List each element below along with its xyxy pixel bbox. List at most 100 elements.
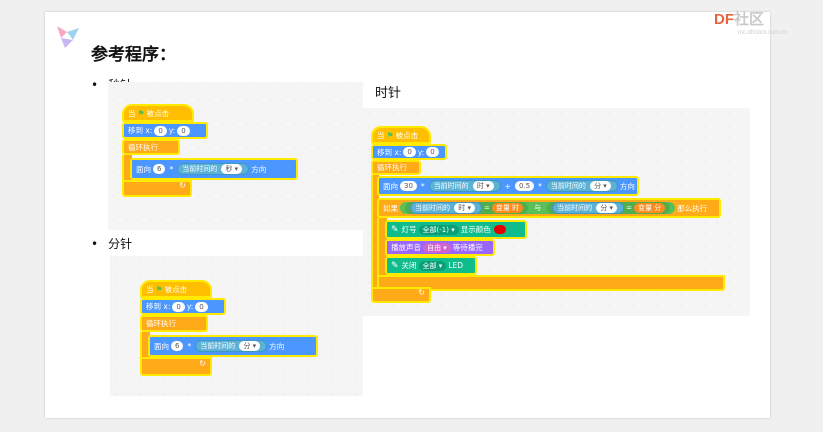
operator-text: + bbox=[504, 181, 511, 191]
block-text: 移到 x: bbox=[146, 302, 171, 311]
logo-subtext: mc.dfrobot.com.cn bbox=[738, 30, 788, 36]
point-direction-block[interactable]: 面向 30 * 当前时间的 时 ▾ + 0.5 * 当前时间的 分 ▾ 方向 bbox=[377, 176, 639, 196]
code-panel-second: 当 ⚑ 被点击 移到 x: 0 y: 0 循环执行 面向 6 * 当前时间的 秒… bbox=[108, 82, 363, 230]
code-panel-hour: 当 ⚑ 被点击 移到 x: 0 y: 0 循环执行 面向 30 * 当前时间的 … bbox=[363, 108, 750, 316]
forever-block[interactable]: 循环执行 bbox=[371, 160, 421, 175]
x-input[interactable]: 0 bbox=[154, 125, 167, 136]
led-index-dropdown[interactable]: 全部(-1) ▾ bbox=[418, 224, 459, 235]
led-color-block[interactable]: ✎ 灯号 全部(-1) ▾ 显示颜色 bbox=[385, 220, 527, 239]
goto-xy-block[interactable]: 移到 x: 0 y: 0 bbox=[122, 122, 208, 139]
loop-arrow-icon: ↻ bbox=[418, 288, 425, 297]
number-input[interactable]: 6 bbox=[171, 341, 184, 351]
forever-foot: ↻ bbox=[140, 357, 212, 376]
hour-heading: 时针 bbox=[375, 86, 402, 101]
y-input[interactable]: 0 bbox=[426, 147, 439, 157]
rgb-led-extension-icon: ✎ bbox=[391, 260, 399, 271]
led-off-block[interactable]: ✎ 关闭 全部 ▾ LED bbox=[385, 256, 477, 275]
forever-arm bbox=[122, 155, 132, 193]
point-direction-block[interactable]: 面向 6 * 当前时间的 秒 ▾ 方向 bbox=[130, 158, 298, 180]
y-input[interactable]: 0 bbox=[195, 301, 208, 312]
block-text: y: bbox=[168, 126, 176, 135]
forever-block[interactable]: 循环执行 bbox=[140, 315, 208, 332]
if-arm bbox=[377, 218, 387, 282]
block-text: 循环执行 bbox=[146, 319, 176, 328]
time-unit-dropdown[interactable]: 分 ▾ bbox=[590, 181, 611, 191]
number-input[interactable]: 30 bbox=[400, 181, 417, 191]
operator-text: * bbox=[169, 164, 174, 174]
forever-foot: ↻ bbox=[371, 287, 431, 303]
when-flag-clicked-block[interactable]: 当 ⚑ 被点击 bbox=[122, 104, 194, 122]
number-input[interactable]: 0.5 bbox=[514, 181, 535, 191]
block-text: 面向 bbox=[154, 341, 169, 351]
code-panel-minute: 当 ⚑ 被点击 移到 x: 0 y: 0 循环执行 面向 6 * 当前时间的 分… bbox=[110, 256, 363, 396]
if-foot bbox=[377, 275, 725, 291]
operator-text: 与 bbox=[534, 204, 542, 212]
block-text: 播放声音 bbox=[391, 243, 421, 252]
operator-text: = bbox=[483, 204, 490, 212]
block-text: 面向 bbox=[136, 164, 151, 174]
reporter-text: 当前时间的 bbox=[433, 182, 469, 190]
block-text: 方向 bbox=[619, 181, 635, 191]
forever-block[interactable]: 循环执行 bbox=[122, 139, 180, 155]
brand-corner-icon bbox=[57, 26, 79, 48]
reporter-text: 当前时间的 bbox=[182, 165, 218, 173]
block-text: 被点击 bbox=[395, 130, 419, 140]
green-flag-icon: ⚑ bbox=[386, 130, 394, 140]
block-text: 移到 x: bbox=[377, 147, 402, 157]
df-community-logo: DF社区 bbox=[714, 8, 764, 29]
x-input[interactable]: 0 bbox=[403, 147, 416, 157]
block-text: y: bbox=[186, 302, 194, 311]
operator-text: * bbox=[538, 181, 542, 191]
block-text: 面向 bbox=[383, 181, 398, 191]
slide: 参考程序： 秒针 分针 时针 当 ⚑ 被点击 移到 x: 0 y: 0 循环执行… bbox=[45, 12, 770, 418]
block-text: 如果 bbox=[383, 203, 398, 213]
block-text: LED bbox=[448, 261, 463, 270]
number-input[interactable]: 6 bbox=[153, 164, 166, 174]
and-operator[interactable]: 当前时间的 时 ▾ = 变量 时 与 当前时间的 分 ▾ = 变量 分 bbox=[400, 202, 676, 214]
block-text: 那么执行 bbox=[677, 203, 708, 213]
variable-reporter[interactable]: 变量 分 bbox=[633, 203, 666, 213]
block-text: 被点击 bbox=[164, 284, 188, 294]
goto-xy-block[interactable]: 移到 x: 0 y: 0 bbox=[371, 144, 447, 160]
led-index-dropdown[interactable]: 全部 ▾ bbox=[418, 260, 447, 271]
block-text: 方向 bbox=[269, 341, 285, 351]
block-text: 当 bbox=[128, 108, 136, 118]
block-text: 循环执行 bbox=[377, 163, 407, 172]
reporter-text: 当前时间的 bbox=[550, 182, 586, 190]
forever-arm bbox=[140, 332, 150, 372]
block-text: 显示颜色 bbox=[460, 225, 491, 234]
if-then-block[interactable]: 如果 当前时间的 时 ▾ = 变量 时 与 当前时间的 分 ▾ = 变量 分 那… bbox=[377, 198, 721, 218]
variable-reporter[interactable]: 变量 时 bbox=[491, 203, 524, 213]
sound-dropdown[interactable]: 自由 ▾ bbox=[423, 242, 451, 253]
loop-arrow-icon: ↻ bbox=[179, 181, 186, 190]
block-text: 当 bbox=[377, 130, 385, 140]
block-text: 当 bbox=[146, 284, 154, 294]
rgb-led-extension-icon: ✎ bbox=[391, 224, 399, 235]
green-flag-icon: ⚑ bbox=[155, 284, 163, 294]
time-unit-dropdown[interactable]: 秒 ▾ bbox=[221, 164, 243, 174]
block-text: 方向 bbox=[251, 164, 267, 174]
time-unit-dropdown[interactable]: 分 ▾ bbox=[596, 203, 618, 213]
x-input[interactable]: 0 bbox=[172, 301, 185, 312]
y-input[interactable]: 0 bbox=[177, 125, 190, 136]
block-text: 关闭 bbox=[401, 261, 417, 270]
logo-text-community: 社区 bbox=[734, 11, 765, 28]
play-sound-block[interactable]: 播放声音 自由 ▾ 等待播完 bbox=[385, 239, 495, 256]
page-title: 参考程序： bbox=[91, 45, 176, 65]
operator-text: * bbox=[420, 181, 425, 191]
goto-xy-block[interactable]: 移到 x: 0 y: 0 bbox=[140, 298, 226, 315]
bullet-minute: 分针 bbox=[91, 235, 132, 252]
loop-arrow-icon: ↻ bbox=[199, 359, 206, 368]
block-text: 循环执行 bbox=[128, 142, 158, 152]
when-flag-clicked-block[interactable]: 当 ⚑ 被点击 bbox=[371, 126, 431, 144]
time-unit-dropdown[interactable]: 时 ▾ bbox=[472, 181, 494, 191]
operator-text: = bbox=[626, 204, 632, 212]
time-unit-dropdown[interactable]: 分 ▾ bbox=[239, 341, 261, 351]
when-flag-clicked-block[interactable]: 当 ⚑ 被点击 bbox=[140, 280, 212, 298]
point-direction-block[interactable]: 面向 6 * 当前时间的 分 ▾ 方向 bbox=[148, 335, 318, 357]
color-picker[interactable] bbox=[493, 225, 506, 234]
block-text: 等待播完 bbox=[452, 243, 483, 252]
logo-text-df: DF bbox=[714, 11, 734, 28]
time-unit-dropdown[interactable]: 时 ▾ bbox=[454, 203, 475, 213]
green-flag-icon: ⚑ bbox=[137, 108, 145, 118]
